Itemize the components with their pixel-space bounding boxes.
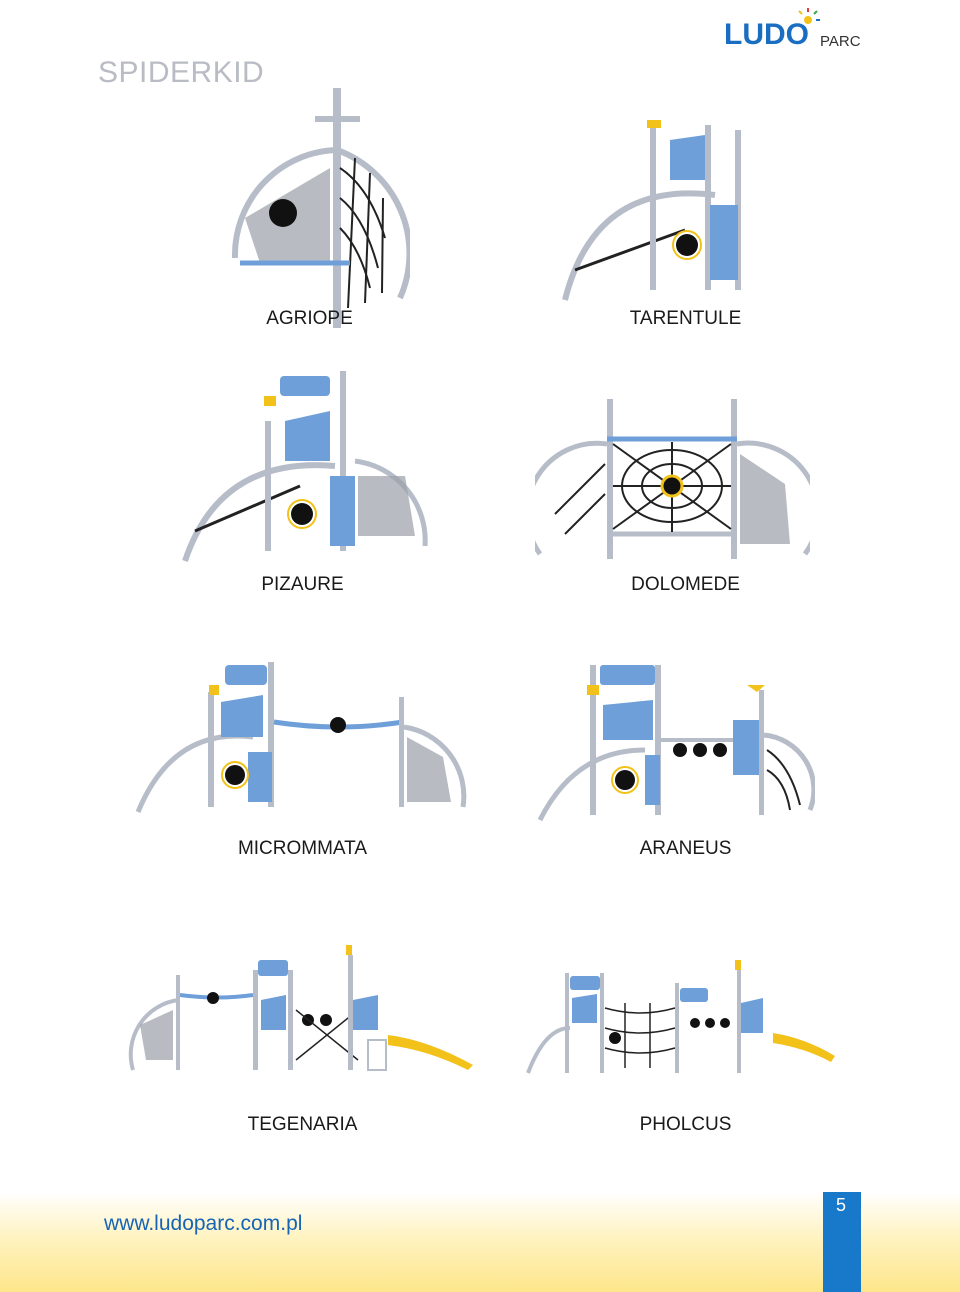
product-label: PIZAURE: [261, 574, 344, 595]
sun-icon: [798, 8, 820, 24]
product-tegenaria: [128, 940, 478, 1075]
araneus-playground-image: [537, 665, 815, 822]
footer-band: [0, 1192, 960, 1292]
tegenaria-playground-image: [128, 945, 473, 1071]
product-araneus: [535, 660, 815, 825]
product-label: PHOLCUS: [639, 1114, 732, 1135]
product-pizaure: [180, 366, 430, 566]
product-pholcus: [525, 958, 840, 1078]
product-label: TEGENARIA: [247, 1114, 358, 1135]
product-label: TARENTULE: [629, 308, 742, 329]
product-tarentule: [555, 120, 755, 305]
page-title: SPIDERKID: [98, 56, 265, 89]
website-link[interactable]: www.ludoparc.com.pl: [104, 1212, 303, 1235]
logo-main-text: LUDO: [724, 18, 809, 51]
product-dolomede: [535, 394, 810, 564]
agriope-playground-image: [231, 88, 410, 328]
product-label: AGRIOPE: [266, 308, 353, 329]
dolomede-playground-image: [535, 399, 810, 559]
product-label: ARANEUS: [639, 838, 732, 859]
tarentule-playground-image: [562, 120, 741, 301]
logo-sub-text: PARC: [820, 33, 861, 50]
pholcus-playground-image: [526, 960, 835, 1074]
ludoparc-logo: LUDO PARC: [720, 4, 870, 52]
product-micrommata: [133, 657, 468, 817]
micrommata-playground-image: [135, 662, 467, 813]
page-number: 5: [836, 1195, 847, 1215]
product-label: DOLOMEDE: [631, 574, 740, 595]
pizaure-playground-image: [182, 371, 428, 562]
product-label: MICROMMATA: [237, 838, 368, 859]
page-number-box: [823, 1192, 861, 1292]
product-agriope: [220, 88, 410, 333]
